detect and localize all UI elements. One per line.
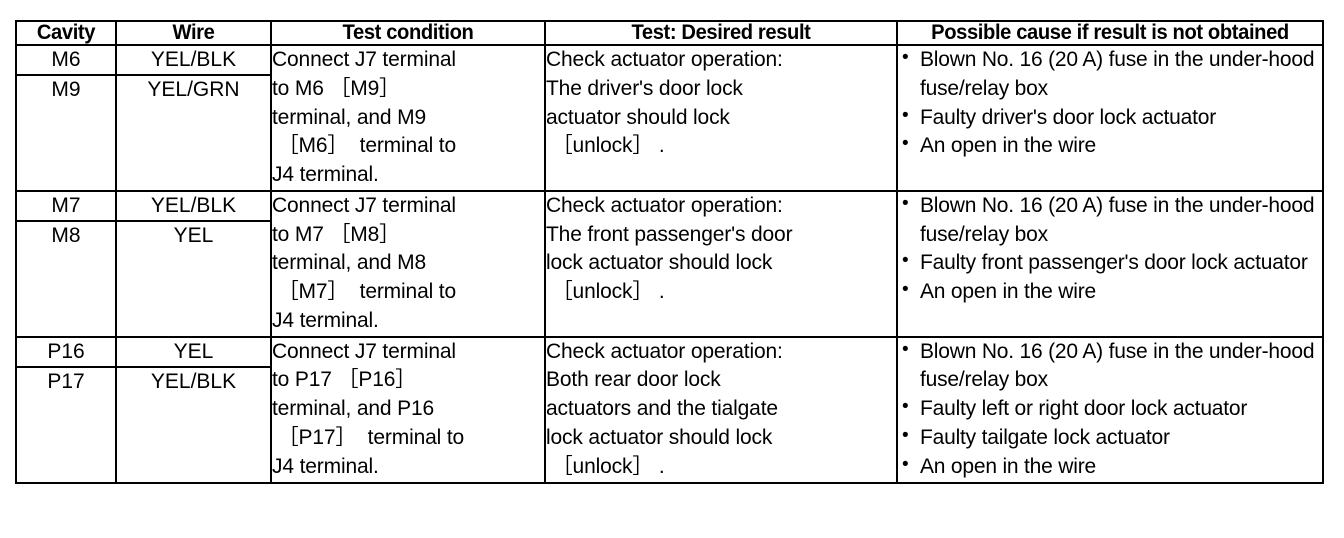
cell-possible-cause: • Blown No. 16 (20 A) fuse in the under-… (896, 189, 1324, 338)
cell-test-condition: Connect J7 terminal to M6 ［M9］ terminal,… (270, 44, 546, 192)
cavity-value: P17 (47, 369, 85, 393)
cause-text: Faulty front passenger's door lock actua… (920, 251, 1308, 275)
bullet-icon: • (902, 453, 909, 475)
cell-cavity: M6 M9 (15, 44, 117, 192)
wire-value: YEL/BLK (117, 192, 270, 222)
list-item: • Faulty left or right door lock actuato… (898, 395, 1322, 424)
cavity-value: P16 (17, 338, 115, 368)
table-body: M6 M9 YEL/BLK YEL/GRN Connect J7 termina… (15, 44, 1324, 484)
wire-value: YEL/BLK (117, 46, 270, 77)
column-header-cavity: Cavity (17, 19, 115, 47)
cavity-value: M8 (51, 223, 81, 247)
table-row: M7 M8 YEL/BLK YEL Connect J7 terminal to… (15, 189, 1324, 338)
column-header-possible-cause: Possible cause if result is not obtained (904, 19, 1316, 47)
cause-text: Faulty tailgate lock actuator (920, 426, 1170, 449)
table-header: Cavity Wire Test condition Test: Desired… (16, 19, 1323, 47)
column-header-desired-result: Test: Desired result (551, 19, 891, 47)
bullet-icon: • (902, 133, 909, 155)
bullet-icon: • (902, 47, 909, 69)
cause-text: Blown No. 16 (20 A) fuse in the under-ho… (920, 48, 1315, 100)
list-item: • Faulty tailgate lock actuator (898, 424, 1322, 453)
cell-wire: YEL/BLK YEL/GRN (115, 44, 272, 192)
cause-text: An open in the wire (920, 280, 1096, 304)
wire-value: YEL/GRN (147, 78, 240, 102)
bullet-icon: • (902, 104, 909, 126)
list-item: • Faulty driver's door lock actuator (898, 104, 1322, 133)
cause-list: • Blown No. 16 (20 A) fuse in the under-… (898, 46, 1322, 161)
troubleshooting-table: Cavity Wire Test condition Test: Desired… (15, 19, 1324, 484)
list-item: • Blown No. 16 (20 A) fuse in the under-… (898, 46, 1322, 104)
cause-list: • Blown No. 16 (20 A) fuse in the under-… (898, 192, 1322, 307)
bullet-icon: • (902, 250, 909, 272)
bullet-icon: • (902, 425, 909, 446)
wire-value: YEL (173, 223, 214, 247)
cell-desired-result: Check actuator operation: The driver's d… (544, 44, 898, 192)
list-item: • Faulty front passenger's door lock act… (898, 249, 1322, 278)
cause-text: Faulty driver's door lock actuator (920, 105, 1216, 129)
wire-value: YEL (117, 338, 270, 368)
list-item: • Blown No. 16 (20 A) fuse in the under-… (898, 338, 1322, 396)
list-item: • An open in the wire (898, 453, 1322, 482)
cause-text: An open in the wire (920, 454, 1096, 478)
column-header-test-condition: Test condition (275, 19, 541, 47)
cell-possible-cause: • Blown No. 16 (20 A) fuse in the under-… (896, 44, 1324, 192)
bullet-icon: • (902, 192, 909, 214)
column-header-wire: Wire (118, 19, 269, 47)
cause-text: Blown No. 16 (20 A) fuse in the under-ho… (920, 339, 1315, 392)
wire-value: YEL/BLK (150, 369, 237, 393)
bullet-icon: • (902, 279, 909, 301)
cell-wire: YEL/BLK YEL (115, 189, 272, 338)
cell-possible-cause: • Blown No. 16 (20 A) fuse in the under-… (896, 335, 1324, 484)
cavity-value: M7 (17, 192, 115, 222)
cell-cavity: M7 M8 (15, 189, 117, 338)
cell-wire: YEL YEL/BLK (115, 335, 272, 484)
table-header-row: Cavity Wire Test condition Test: Desired… (16, 19, 1323, 47)
cell-cavity: P16 P17 (15, 335, 117, 484)
list-item: • An open in the wire (898, 278, 1322, 307)
cause-text: Blown No. 16 (20 A) fuse in the under-ho… (920, 193, 1315, 246)
cell-desired-result: Check actuator operation: Both rear door… (544, 335, 898, 484)
cause-list: • Blown No. 16 (20 A) fuse in the under-… (898, 338, 1322, 482)
bullet-icon: • (902, 338, 909, 360)
cell-desired-result: Check actuator operation: The front pass… (544, 189, 898, 338)
cell-test-condition: Connect J7 terminal to P17 ［P16］ termina… (270, 335, 546, 484)
list-item: • Blown No. 16 (20 A) fuse in the under-… (898, 192, 1322, 250)
cavity-value: M6 (17, 46, 115, 77)
cell-test-condition: Connect J7 terminal to M7 ［M8］ terminal,… (270, 189, 546, 338)
table-row: P16 P17 YEL YEL/BLK Connect J7 terminal … (15, 335, 1324, 484)
table-row: M6 M9 YEL/BLK YEL/GRN Connect J7 termina… (15, 44, 1324, 192)
cavity-value: M9 (51, 78, 81, 102)
cause-text: Faulty left or right door lock actuator (920, 397, 1248, 421)
cause-text: An open in the wire (920, 134, 1096, 158)
list-item: • An open in the wire (898, 132, 1322, 161)
bullet-icon: • (902, 396, 909, 418)
